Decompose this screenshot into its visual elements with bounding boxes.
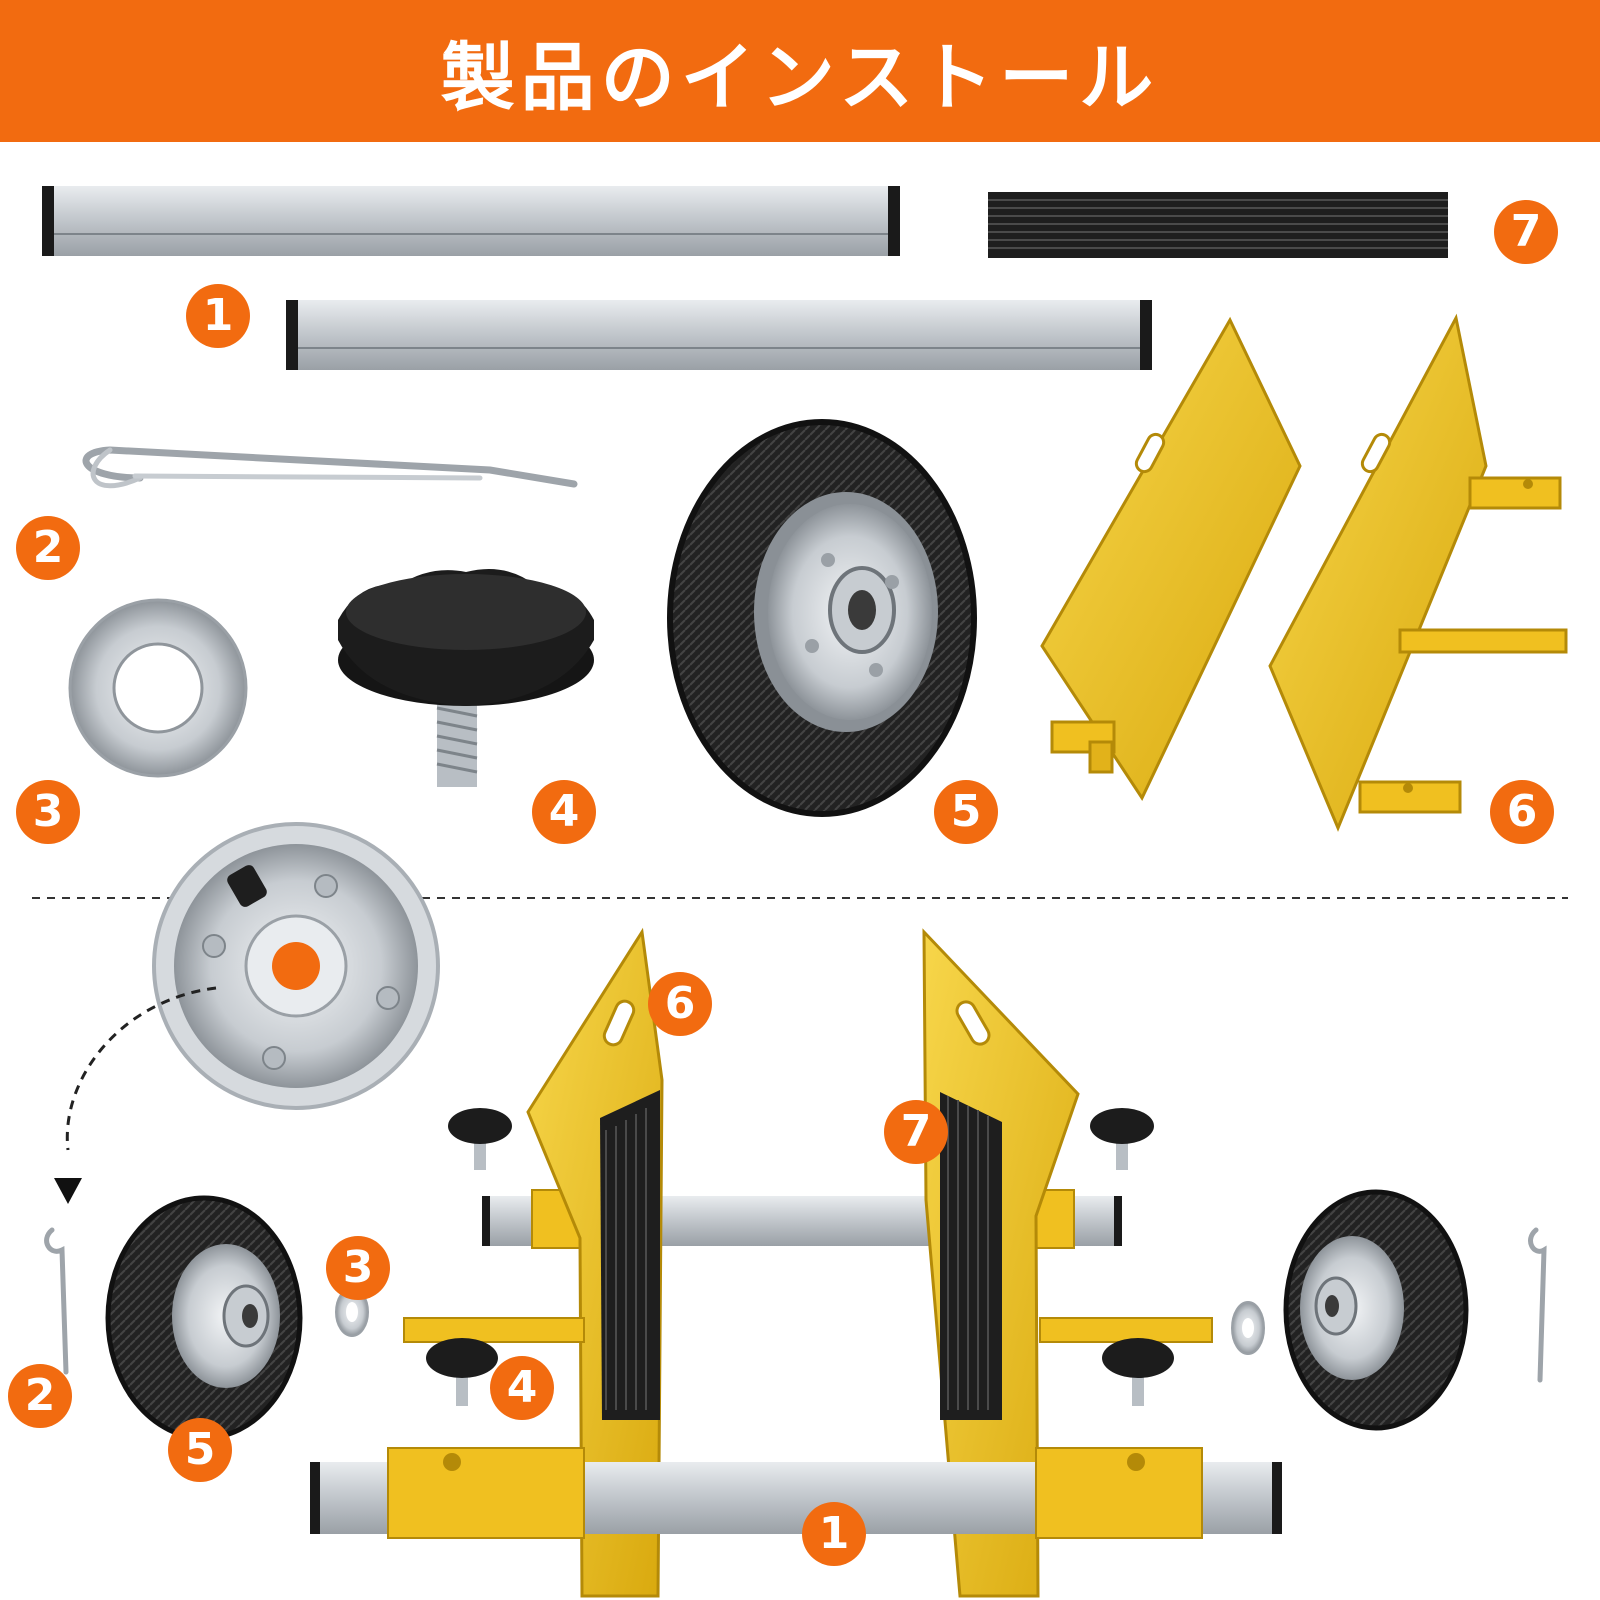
bracket-part-6a — [1040, 316, 1302, 802]
assembly-label-4: 4 — [490, 1356, 554, 1420]
label-part-6: 6 — [1490, 780, 1554, 844]
assembled-left-plate — [403, 927, 664, 1598]
bracket-part-6b — [1268, 313, 1568, 832]
washer-part-3 — [68, 598, 248, 778]
assembly-label-7: 7 — [884, 1100, 948, 1164]
assembly-wheel-left — [105, 1195, 303, 1441]
rubber-strip-part-7 — [988, 192, 1448, 258]
assembly-cotter-pin-left — [44, 1227, 69, 1375]
assembly-label-1: 1 — [802, 1502, 866, 1566]
assembly-knob-front-left — [426, 1338, 498, 1406]
dashed-arrow — [65, 986, 217, 1151]
hub-detail-closeup — [152, 822, 440, 1110]
assembly-knob-back-left — [448, 1108, 512, 1170]
assembly-wheel-right — [1283, 1189, 1469, 1431]
assembly-cotter-pin-right — [1528, 1227, 1547, 1383]
assembly-label-6: 6 — [648, 972, 712, 1036]
title-banner: 製品のインストール — [0, 0, 1600, 142]
square-tube-part-1a — [42, 186, 900, 256]
assembly-label-2: 2 — [8, 1364, 72, 1428]
assembly-washer-right — [1231, 1301, 1265, 1355]
assembled-right-plate — [922, 928, 1213, 1598]
page-title: 製品のインストール — [440, 34, 1160, 121]
assembly-knob-back-right — [1090, 1108, 1154, 1170]
label-part-3: 3 — [16, 780, 80, 844]
assembly-label-3: 3 — [326, 1236, 390, 1300]
square-tube-part-1b — [286, 300, 1152, 370]
assembly-knob-front-right — [1102, 1338, 1174, 1406]
wheel-part-5 — [667, 419, 977, 817]
cotter-pin-part-2 — [82, 446, 578, 489]
assembled-front-bar — [310, 1447, 1282, 1539]
assembly-washer-left — [335, 1287, 369, 1337]
arrow-head — [54, 1178, 82, 1204]
label-part-4: 4 — [532, 780, 596, 844]
knob-part-4 — [338, 568, 594, 787]
label-part-7: 7 — [1494, 200, 1558, 264]
assembly-label-5: 5 — [168, 1418, 232, 1482]
label-part-5: 5 — [934, 780, 998, 844]
label-part-1: 1 — [186, 284, 250, 348]
label-part-2: 2 — [16, 516, 80, 580]
